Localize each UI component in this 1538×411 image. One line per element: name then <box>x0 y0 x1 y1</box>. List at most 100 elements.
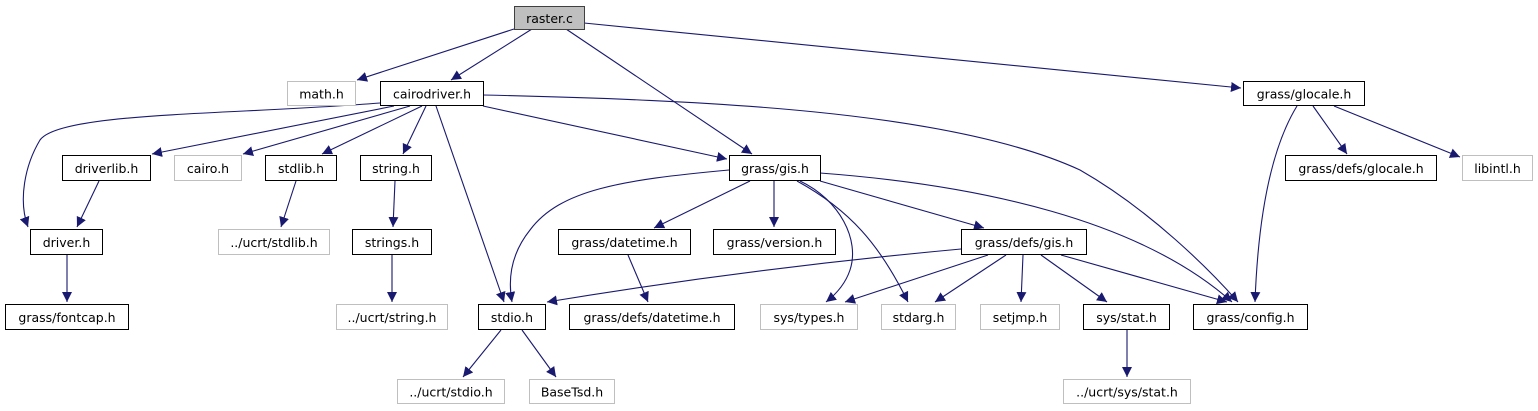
edge-grass-defs-gis-h-to-sys-types-h <box>844 254 989 304</box>
node-box <box>352 229 432 255</box>
edge-grass-gis-h-to-grass-datetime-h <box>653 180 751 229</box>
node-box <box>558 229 691 255</box>
edge-raster-c-to-grass-gis-h <box>565 28 753 155</box>
node-box <box>174 155 242 181</box>
edge-grass-glocale-h-to-grass-defs-glocale-h <box>1312 105 1348 155</box>
node-label: ../ucrt/string.h <box>348 310 437 325</box>
edge-cairodriver-h-to-cairo-h <box>242 105 411 157</box>
node-box <box>514 6 585 30</box>
node-ucrt-string-h: ../ucrt/string.h <box>336 304 448 330</box>
node-box <box>980 304 1060 330</box>
node-box <box>961 229 1087 255</box>
node-box <box>380 81 484 106</box>
node-box <box>360 155 432 181</box>
edge-cairodriver-h-to-stdlib-h <box>321 105 423 155</box>
node-box <box>336 304 448 330</box>
edges-layer <box>19 22 1461 378</box>
node-driverlib-h[interactable]: driverlib.h <box>62 155 151 181</box>
node-box <box>881 304 956 330</box>
node-label: cairodriver.h <box>393 87 471 102</box>
node-strings-h[interactable]: strings.h <box>352 229 432 255</box>
node-box <box>1083 304 1170 330</box>
node-label: stdlib.h <box>278 161 324 176</box>
node-box <box>265 155 337 181</box>
node-cairodriver-h[interactable]: cairodriver.h <box>380 81 484 106</box>
node-grass-fontcap-h[interactable]: grass/fontcap.h <box>5 304 129 330</box>
edge-cairodriver-h-to-driverlib-h <box>151 105 395 157</box>
edge-raster-c-to-math-h <box>356 28 515 82</box>
node-label: grass/fontcap.h <box>18 310 115 325</box>
node-label: string.h <box>372 161 420 176</box>
edge-cairodriver-h-to-grass-config-h <box>482 94 1239 303</box>
edge-raster-c-to-cairodriver-h <box>450 28 533 81</box>
node-label: driver.h <box>43 235 91 250</box>
edge-stdlib-h-to-ucrt-stdlib-h <box>279 180 297 228</box>
edge-grass-defs-gis-h-to-sys-stat-h <box>1040 254 1108 303</box>
edge-grass-datetime-h-to-grass-defs-datetime-h <box>627 254 649 303</box>
node-grass-gis-h[interactable]: grass/gis.h <box>729 155 821 181</box>
edge-grass-glocale-h-to-grass-config-h <box>1250 105 1298 303</box>
node-grass-config-h[interactable]: grass/config.h <box>1193 304 1308 330</box>
edge-raster-c-to-grass-glocale-h <box>583 22 1242 92</box>
node-box <box>1193 304 1308 330</box>
node-cairo-h: cairo.h <box>174 155 242 181</box>
node-string-h[interactable]: string.h <box>360 155 432 181</box>
node-label: ../ucrt/sys/stat.h <box>1076 385 1178 400</box>
edge-string-h-to-strings-h <box>388 180 399 228</box>
edge-grass-defs-gis-h-to-grass-config-h <box>1060 254 1228 305</box>
node-label: ../ucrt/stdlib.h <box>230 235 317 250</box>
node-box <box>1063 379 1191 404</box>
node-grass-glocale-h[interactable]: grass/glocale.h <box>1243 81 1365 106</box>
node-label: grass/defs/datetime.h <box>583 310 720 325</box>
node-box <box>713 229 836 255</box>
node-label: stdarg.h <box>893 310 945 325</box>
node-stdio-h[interactable]: stdio.h <box>478 304 546 330</box>
node-grass-defs-datetime-h[interactable]: grass/defs/datetime.h <box>569 304 735 330</box>
edge-driverlib-h-to-driver-h <box>76 180 100 228</box>
node-label: grass/gis.h <box>741 161 809 176</box>
node-box <box>729 155 821 181</box>
node-label: grass/version.h <box>727 235 823 250</box>
node-box <box>1462 155 1533 181</box>
node-grass-datetime-h[interactable]: grass/datetime.h <box>558 229 691 255</box>
edge-grass-defs-gis-h-to-stdio-h <box>546 248 962 306</box>
node-sys-stat-h[interactable]: sys/stat.h <box>1083 304 1170 330</box>
edge-grass-gis-h-to-stdarg-h <box>796 180 909 303</box>
node-box <box>62 155 151 181</box>
node-box <box>287 81 356 106</box>
node-label: grass/datetime.h <box>571 235 677 250</box>
edge-stdio-h-to-basetsd-h <box>521 329 557 378</box>
node-label: ../ucrt/stdio.h <box>409 385 492 400</box>
node-label: libintl.h <box>1474 161 1521 176</box>
edge-grass-gis-h-to-grass-config-h <box>819 172 1233 303</box>
node-grass-version-h[interactable]: grass/version.h <box>713 229 836 255</box>
node-label: driverlib.h <box>75 161 139 176</box>
node-libintl-h: libintl.h <box>1462 155 1533 181</box>
node-box <box>397 379 505 404</box>
node-stdarg-h: stdarg.h <box>881 304 956 330</box>
node-box <box>1243 81 1365 106</box>
node-label: setjmp.h <box>993 310 1048 325</box>
node-raster-c[interactable]: raster.c <box>514 6 585 30</box>
node-stdlib-h[interactable]: stdlib.h <box>265 155 337 181</box>
edge-cairodriver-h-to-string-h <box>402 105 427 155</box>
node-basetsd-h: BaseTsd.h <box>529 379 615 404</box>
node-grass-defs-glocale-h[interactable]: grass/defs/glocale.h <box>1285 155 1437 181</box>
node-label: grass/config.h <box>1206 310 1294 325</box>
node-box <box>1285 155 1437 181</box>
node-label: sys/stat.h <box>1096 310 1157 325</box>
node-sys-types-h: sys/types.h <box>760 304 858 330</box>
node-label: BaseTsd.h <box>541 385 603 400</box>
node-setjmp-h: setjmp.h <box>980 304 1060 330</box>
node-driver-h[interactable]: driver.h <box>30 229 103 255</box>
node-box <box>5 304 129 330</box>
edge-grass-glocale-h-to-libintl-h <box>1333 105 1461 158</box>
node-label: cairo.h <box>187 161 229 176</box>
edge-grass-gis-h-to-grass-defs-gis-h <box>819 180 985 231</box>
edge-cairodriver-h-to-stdio-h <box>435 105 506 303</box>
node-grass-defs-gis-h[interactable]: grass/defs/gis.h <box>961 229 1087 255</box>
node-box <box>218 229 330 255</box>
node-label: stdio.h <box>491 310 533 325</box>
